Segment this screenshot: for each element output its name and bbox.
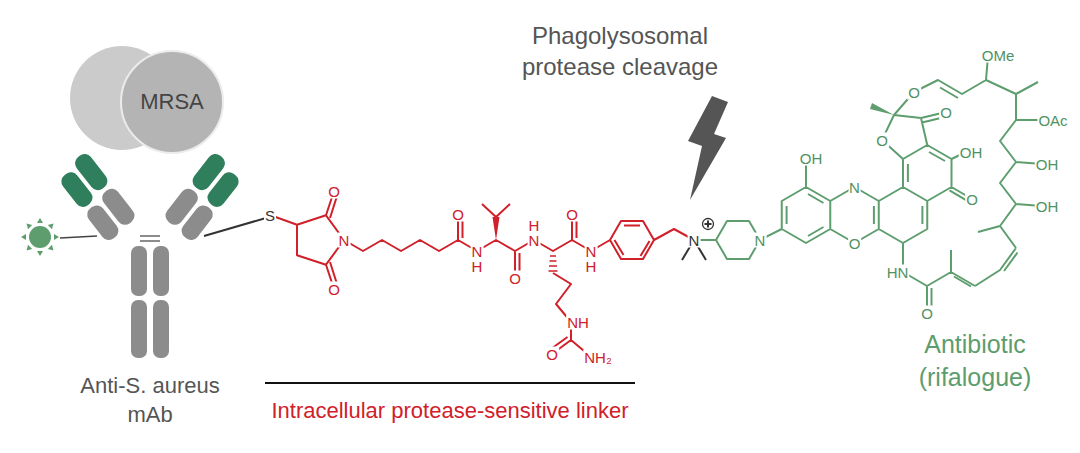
thioether-bond xyxy=(204,218,266,236)
atom-label: H xyxy=(528,218,541,233)
atom-label: S xyxy=(264,208,276,223)
antibody-arm xyxy=(161,151,245,243)
fc-domain xyxy=(153,246,169,296)
atom-label: NH xyxy=(566,315,590,330)
atom-label: N xyxy=(585,244,598,259)
hashed-bond xyxy=(549,256,558,271)
fluorophore-dot xyxy=(29,226,51,248)
atom-label: O xyxy=(848,236,862,251)
rifalogue-bonds xyxy=(694,56,1044,313)
fluorophore-star xyxy=(21,218,59,256)
atom-label: OH xyxy=(799,151,824,166)
atom-label: N xyxy=(848,180,861,195)
atom-label: O xyxy=(939,105,953,120)
atom-label: NH₂ xyxy=(583,350,613,365)
linker-label: Intracellular protease-sensitive linker xyxy=(210,397,690,426)
atom-label: O xyxy=(965,192,979,207)
fc-domain xyxy=(131,246,147,296)
antibody-label: Anti-S. aureus mAb xyxy=(65,372,235,429)
variable-domain xyxy=(58,169,96,210)
atom-label: N xyxy=(471,244,484,259)
atom-label: O xyxy=(508,271,522,286)
atom-label: OMe xyxy=(981,48,1016,63)
linker-bonds xyxy=(270,191,694,356)
atom-label: N xyxy=(688,233,701,248)
atom-label: OH xyxy=(1035,199,1060,214)
variable-domain xyxy=(204,169,242,210)
star-rays xyxy=(21,218,59,256)
atom-label: N xyxy=(338,233,351,248)
cleavage-bolt xyxy=(688,96,728,200)
atom-label: O xyxy=(327,184,341,199)
dye-tether xyxy=(60,236,97,238)
bacterium-node: MRSA xyxy=(120,50,224,154)
atom-label: O xyxy=(875,133,889,148)
antibody xyxy=(54,151,245,358)
atom-label: OAc xyxy=(1037,113,1068,128)
fc-domain xyxy=(153,300,169,358)
wedge-bond xyxy=(493,217,500,240)
atom-label: HN xyxy=(886,265,910,280)
atom-label: O xyxy=(327,282,341,297)
atom-label: OH xyxy=(959,145,984,160)
positive-charge xyxy=(703,219,714,230)
wedge-bond xyxy=(870,103,894,115)
atom-label: N xyxy=(754,233,767,248)
payload-label: Antibiotic (rifalogue) xyxy=(885,328,1065,393)
fc-domain xyxy=(131,300,147,358)
annotation-label: Phagolysosomal protease cleavage xyxy=(495,20,745,82)
antibody-arm xyxy=(54,151,138,243)
atom-label: O xyxy=(451,207,465,222)
node-text: MRSA xyxy=(140,89,204,115)
atom-label: O xyxy=(920,306,934,321)
atom-label: O xyxy=(907,85,921,100)
hinge xyxy=(140,236,160,241)
atom-label: H xyxy=(585,259,598,274)
atom-label: OH xyxy=(1035,157,1060,172)
atom-label: N xyxy=(528,233,541,248)
atom-label: H xyxy=(471,259,484,274)
atom-label: O xyxy=(545,347,559,362)
linker-underline xyxy=(265,382,635,384)
atom-label: O xyxy=(565,207,579,222)
constant-domain xyxy=(178,202,216,243)
